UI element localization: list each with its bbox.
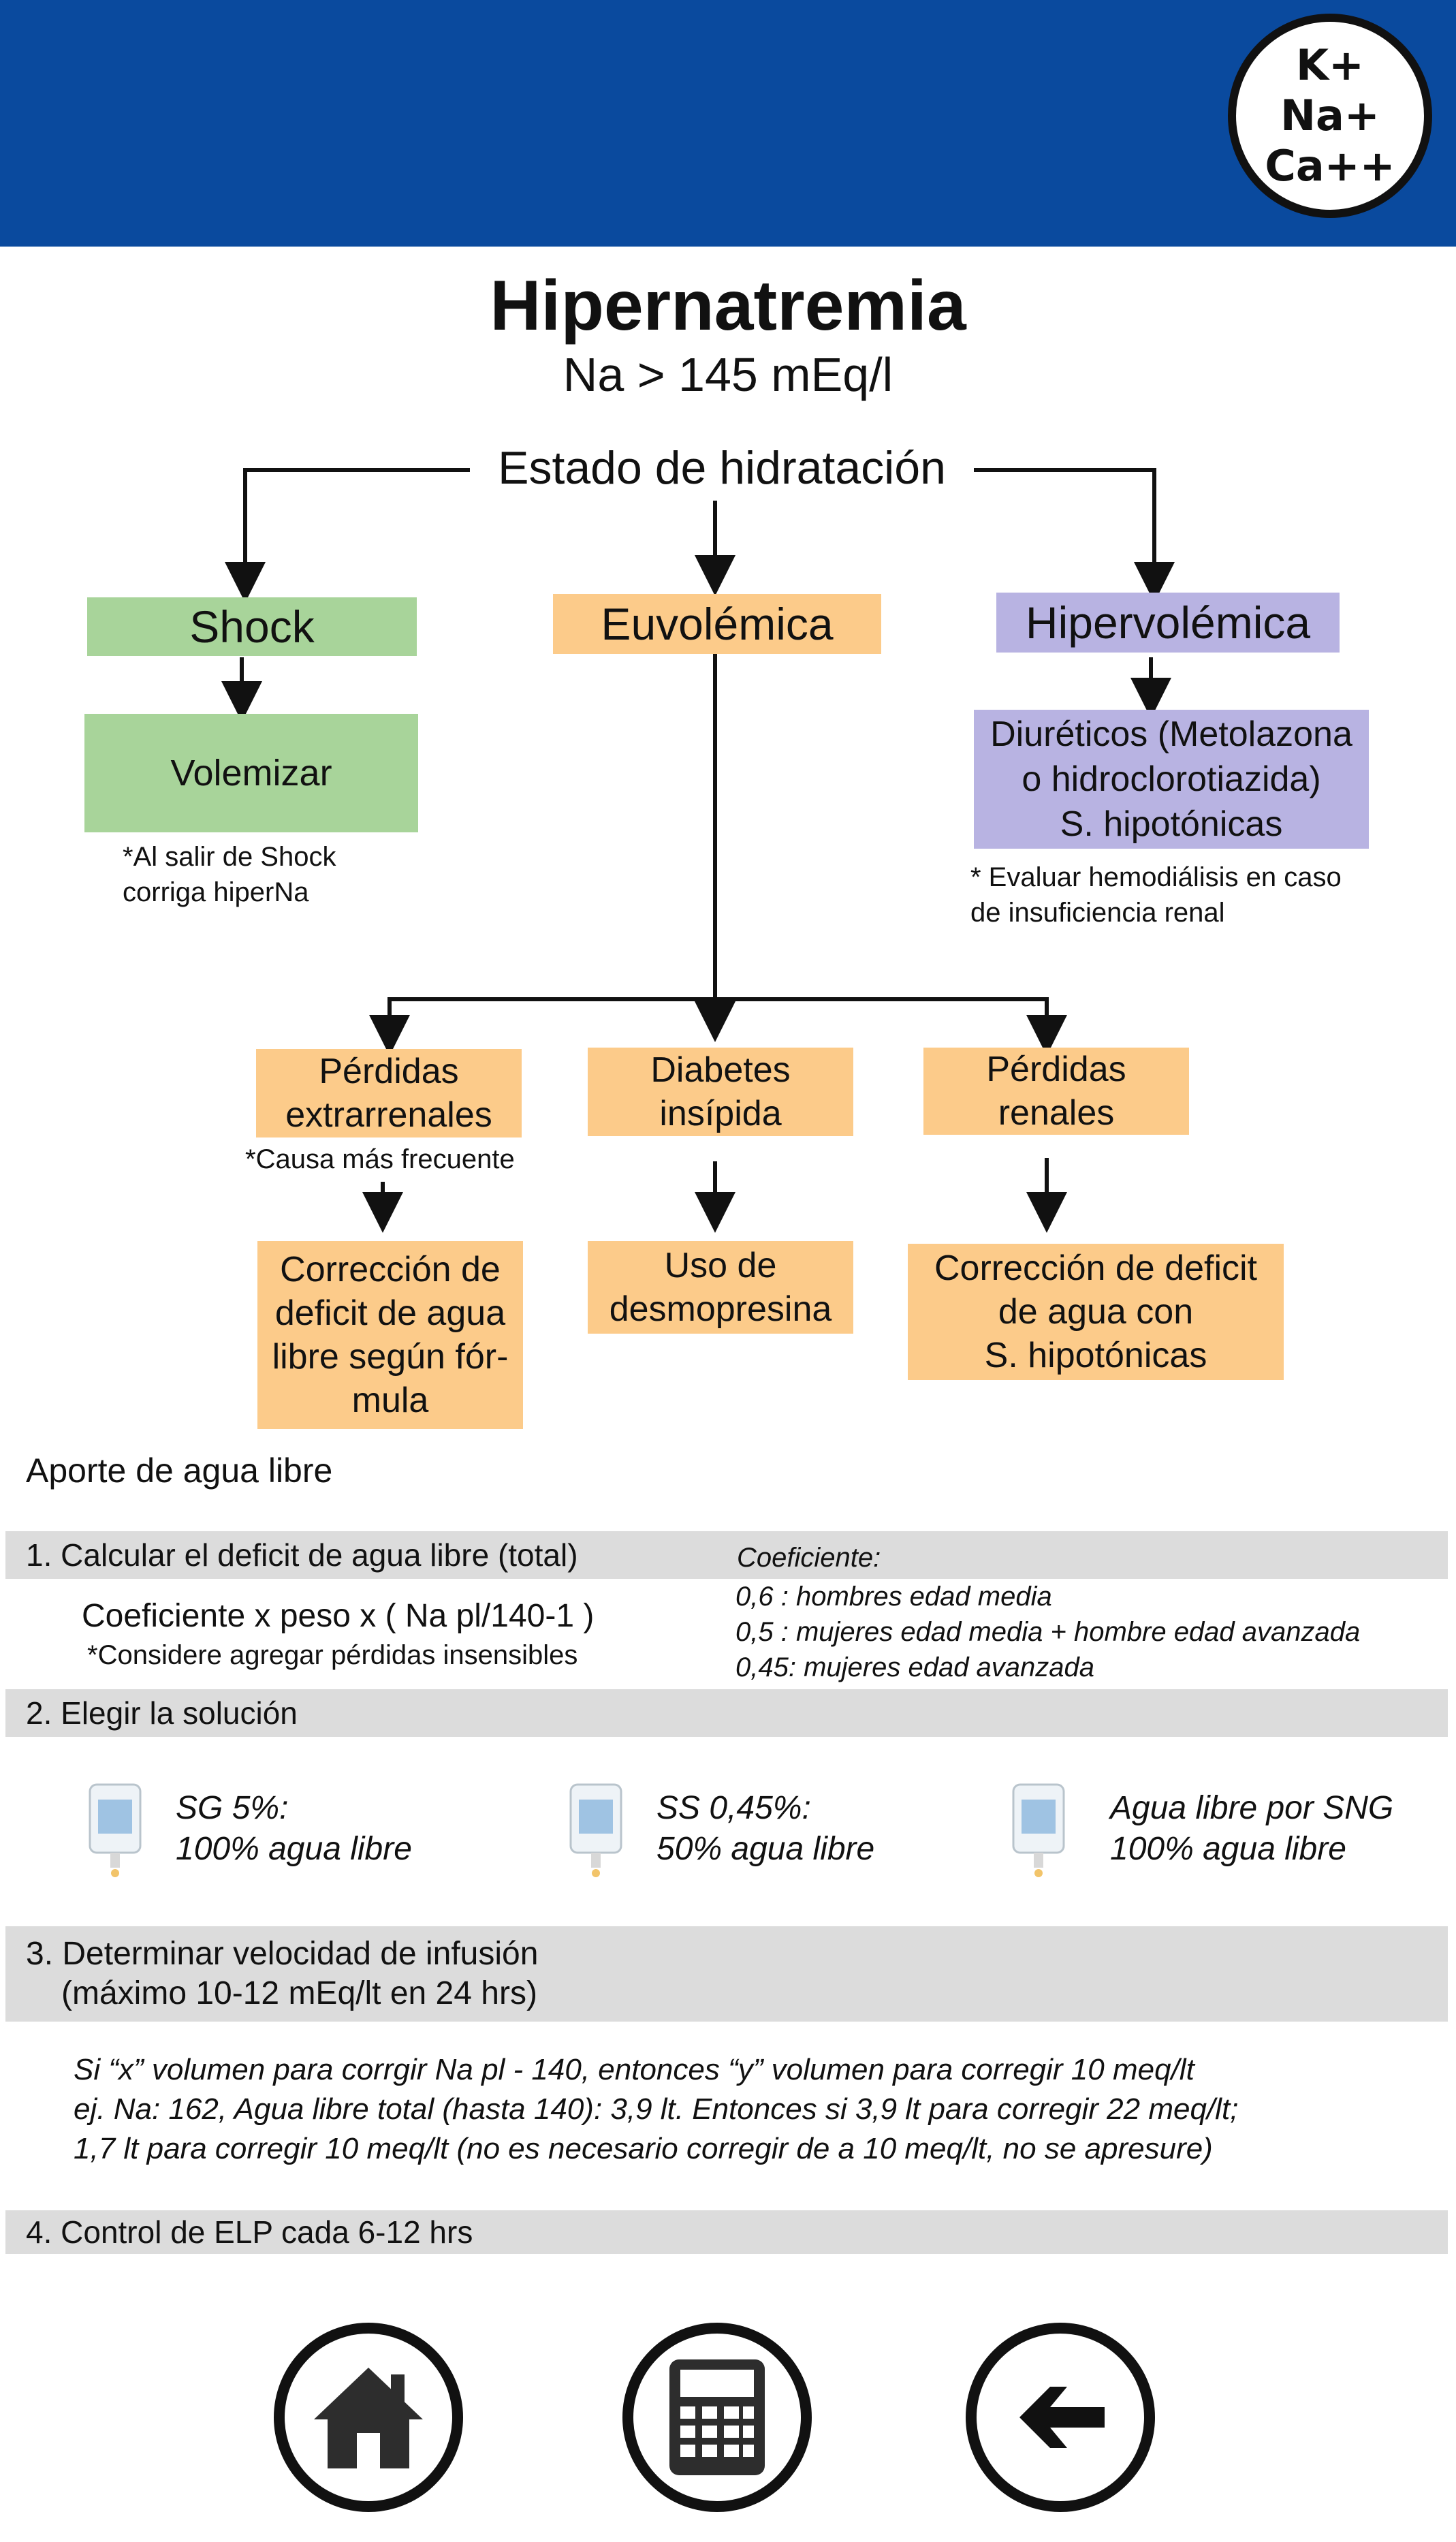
solution-desc: 50% agua libre — [656, 1831, 875, 1867]
step3-text-line: 1,7 lt para corregir 10 meq/lt (no es ne… — [74, 2132, 1213, 2165]
step3-label-line-1: 3. Determinar velocidad de infusión — [26, 1936, 539, 1972]
root-node: Estado de hidratación — [470, 441, 974, 495]
coef-item: 0,5 : mujeres edad media + hombre edad a… — [735, 1617, 1361, 1647]
back-button[interactable] — [966, 2323, 1155, 2512]
perdidas-renales-node: Pérdidas renales — [923, 1048, 1189, 1135]
step3-label-line-2: (máximo 10-12 mEq/lt en 24 hrs) — [61, 1975, 537, 2011]
step3-text-line: ej. Na: 162, Agua libre total (hasta 140… — [74, 2092, 1239, 2126]
solution-name: SS 0,45%: — [656, 1790, 811, 1826]
extrarrenal-line-1: Pérdidas — [319, 1052, 459, 1091]
correccion-hipotonicas-node: Corrección de deficit de agua con S. hip… — [908, 1244, 1284, 1380]
page-subtitle: Na > 145 mEq/l — [563, 348, 893, 401]
step3-text-line: Si “x” volumen para corrgir Na pl - 140,… — [74, 2053, 1194, 2086]
shock-note-line-1: *Al salir de Shock — [123, 842, 336, 872]
shock-note-line-2: corriga hiperNa — [123, 877, 309, 907]
step3-explanation: Si “x” volumen para corrgir Na pl - 140,… — [74, 2050, 1238, 2169]
correccion-formula-line-1: Corrección de — [280, 1250, 501, 1289]
solution-sg5: SG 5%: 100% agua libre — [176, 1788, 412, 1870]
euvolemica-node: Euvolémica — [553, 594, 881, 654]
page-title: Hipernatremia — [490, 266, 966, 345]
perdidas-extrarrenales-node: Pérdidas extrarrenales — [256, 1049, 522, 1137]
step2-band: 2. Elegir la solución — [5, 1689, 1448, 1737]
solution-name: SG 5%: — [176, 1790, 289, 1826]
renales-line-1: Pérdidas — [986, 1050, 1126, 1089]
home-icon — [314, 2368, 423, 2468]
step2-label: 2. Elegir la solución — [26, 1695, 298, 1731]
diabetes-line-2: insípida — [659, 1094, 782, 1133]
iv-bag-icon — [569, 1783, 622, 1877]
iv-bag-icon — [89, 1783, 142, 1877]
correccion-hipotonicas-line-1: Corrección de deficit — [934, 1249, 1257, 1288]
diureticos-line-1: Diuréticos (Metolazona — [990, 715, 1352, 754]
correccion-formula-line-2: deficit de agua — [274, 1293, 506, 1333]
hiper-note: * Evaluar hemodiálisis en caso de insufi… — [970, 860, 1342, 930]
step1-label: 1. Calcular el deficit de agua libre (to… — [26, 1537, 578, 1573]
diureticos-node: Diuréticos (Metolazona o hidroclorotiazi… — [974, 710, 1369, 849]
hiper-note-line-2: de insuficiencia renal — [970, 898, 1225, 928]
extrarrenal-note: *Causa más frecuente — [245, 1144, 515, 1174]
step1-band: 1. Calcular el deficit de agua libre (to… — [5, 1531, 1448, 1579]
correccion-formula-line-3: libre según fór- — [272, 1337, 509, 1377]
flowchart-connectors — [221, 468, 1175, 1233]
solution-sng: Agua libre por SNG 100% agua libre — [1110, 1788, 1393, 1870]
correccion-formula-line-4: mula — [351, 1381, 429, 1420]
solution-ss045: SS 0,45%: 50% agua libre — [656, 1788, 874, 1870]
iv-bag-icon — [1012, 1783, 1065, 1877]
hiper-note-line-1: * Evaluar hemodiálisis en caso — [970, 862, 1342, 892]
desmopresina-node: Uso de desmopresina — [588, 1241, 853, 1334]
back-arrow-icon — [1019, 2387, 1105, 2448]
coef-item: 0,45: mujeres edad avanzada — [735, 1652, 1095, 1682]
step1-formula-note: *Considere agregar pérdidas insensibles — [87, 1640, 578, 1670]
volemizar-node: Volemizar — [84, 714, 418, 832]
section-title: Aporte de agua libre — [26, 1452, 333, 1490]
extrarrenal-line-2: extrarrenales — [285, 1095, 492, 1135]
coef-title: Coeficiente: — [737, 1543, 881, 1573]
solution-name: Agua libre por SNG — [1110, 1790, 1394, 1826]
badge-na: Na+ — [1280, 91, 1380, 140]
coef-list: 0,6 : hombres edad media 0,5 : mujeres e… — [735, 1579, 1360, 1685]
badge-ca: Ca++ — [1265, 141, 1395, 191]
step3-band: 3. Determinar velocidad de infusión (máx… — [5, 1926, 1448, 2022]
header-bar — [0, 0, 1456, 247]
shock-node: Shock — [87, 597, 417, 656]
home-button[interactable] — [274, 2323, 463, 2512]
diabetes-line-1: Diabetes — [650, 1050, 791, 1090]
solution-desc: 100% agua libre — [176, 1831, 412, 1867]
coef-item: 0,6 : hombres edad media — [735, 1582, 1052, 1612]
step4-band: 4. Control de ELP cada 6-12 hrs — [5, 2210, 1448, 2254]
diureticos-line-2: o hidroclorotiazida) — [1022, 759, 1321, 799]
shock-note: *Al salir de Shock corriga hiperNa — [123, 839, 336, 910]
calculator-button[interactable] — [622, 2323, 812, 2512]
desmopresina-line-1: Uso de — [664, 1246, 777, 1285]
correccion-hipotonicas-line-2: de agua con — [998, 1292, 1194, 1332]
solution-desc: 100% agua libre — [1110, 1831, 1346, 1867]
step1-formula: Coeficiente x peso x ( Na pl/140-1 ) — [82, 1598, 595, 1634]
diabetes-insipida-node: Diabetes insípida — [588, 1048, 853, 1136]
calculator-icon — [669, 2359, 765, 2475]
desmopresina-line-2: desmopresina — [609, 1289, 832, 1329]
hipervolemica-node: Hipervolémica — [996, 593, 1340, 653]
badge-k: K+ — [1296, 40, 1364, 90]
correccion-hipotonicas-line-3: S. hipotónicas — [984, 1336, 1207, 1375]
step4-label: 4. Control de ELP cada 6-12 hrs — [26, 2214, 473, 2250]
diureticos-line-3: S. hipotónicas — [1060, 804, 1283, 844]
correccion-formula-node: Corrección de deficit de agua libre segú… — [257, 1241, 523, 1429]
renales-line-2: renales — [998, 1093, 1115, 1133]
